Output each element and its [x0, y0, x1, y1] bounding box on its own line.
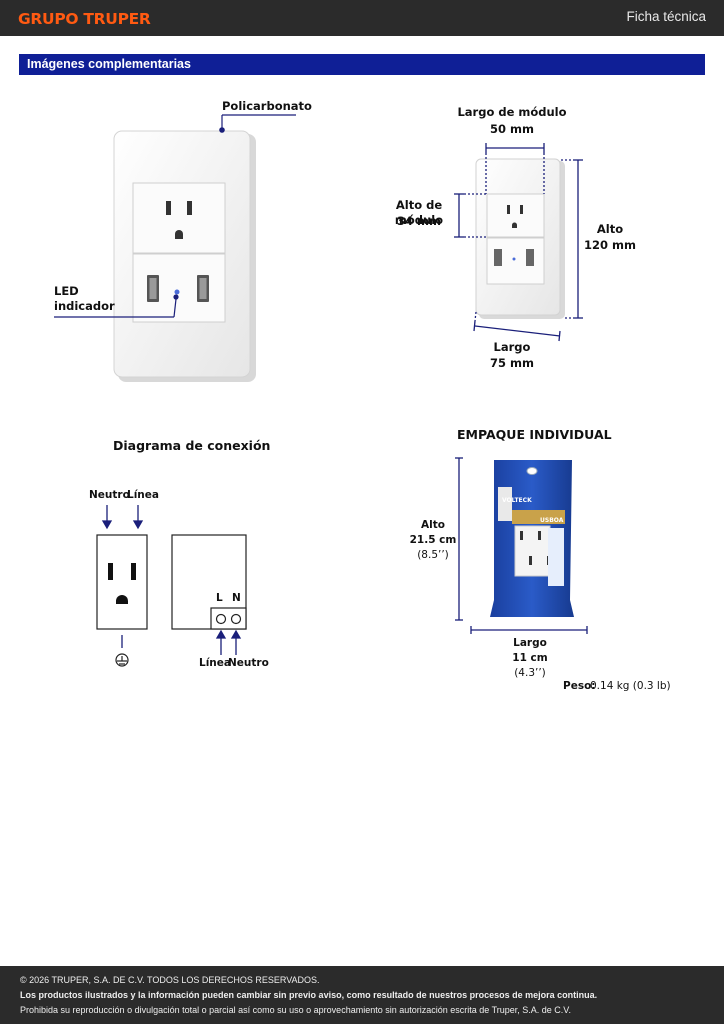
footer-prohibition: Prohibida su reproducción o divulgación …	[20, 1005, 571, 1015]
wiring-diagram	[101, 505, 242, 655]
width-value: 75 mm	[490, 356, 534, 370]
package-width-cm: 11 cm	[512, 652, 548, 664]
package-height-in: (8.5’’)	[417, 549, 449, 561]
package-dimension-lines	[455, 457, 588, 634]
package-photo	[490, 460, 574, 617]
package-height-cm: 21.5 cm	[409, 534, 457, 546]
wiring-boxes	[96, 534, 247, 667]
module-height-label: Alto de módulo	[394, 198, 444, 227]
width-label: Largo	[493, 340, 531, 354]
footer-copyright: © 2026 TRUPER, S.A. DE C.V. TODOS LOS DE…	[20, 975, 320, 985]
wiring-neutral-top: Neutro	[89, 489, 130, 501]
dimension-photo	[475, 158, 565, 319]
package-brand: VOLTECK	[502, 497, 532, 504]
module-width-value: 50 mm	[490, 122, 534, 136]
material-label: Policarbonato	[222, 99, 312, 113]
section-title: Imágenes complementarias	[27, 57, 191, 71]
dimension-lines	[454, 143, 583, 342]
footer: © 2026 TRUPER, S.A. DE C.V. TODOS LOS DE…	[0, 966, 724, 1024]
document-type: Ficha técnica	[626, 9, 706, 24]
footer-disclaimer: Los productos ilustrados y la informació…	[20, 990, 598, 1000]
wiring-neutral-bottom: Neutro	[228, 657, 269, 669]
product-photo	[113, 130, 256, 382]
package-width-in: (4.3’’)	[514, 667, 546, 679]
height-value: 120 mm	[584, 238, 636, 252]
wiring-title: Diagrama de conexión	[113, 438, 271, 453]
module-height-value: 34 mm	[397, 214, 441, 228]
package-height-label: Alto	[421, 519, 445, 531]
weight-value: 0.14 kg (0.3 lb)	[590, 680, 671, 692]
led-label-line1: LED	[54, 284, 79, 298]
package-width-label: Largo	[513, 637, 547, 649]
terminal-n: N	[232, 592, 241, 604]
header-bar: GRUPO TRUPER Ficha técnica	[0, 0, 724, 36]
height-label: Alto	[596, 222, 624, 236]
module-width-label: Largo de módulo	[457, 105, 567, 119]
wiring-outlet	[108, 563, 136, 604]
brand-logo: GRUPO TRUPER	[18, 10, 151, 28]
wiring-line-top: Línea	[127, 489, 159, 501]
terminal-l: L	[216, 592, 223, 604]
package-model: USBOA	[540, 517, 564, 524]
led-label-line2: indicador	[54, 299, 115, 313]
section-header: Imágenes complementarias	[19, 54, 705, 75]
led-callout	[54, 294, 179, 318]
weight-label: Peso:	[563, 680, 596, 692]
packaging-title: EMPAQUE INDIVIDUAL	[457, 427, 612, 442]
material-callout	[219, 114, 296, 133]
wiring-line-bottom: Línea	[199, 657, 231, 669]
